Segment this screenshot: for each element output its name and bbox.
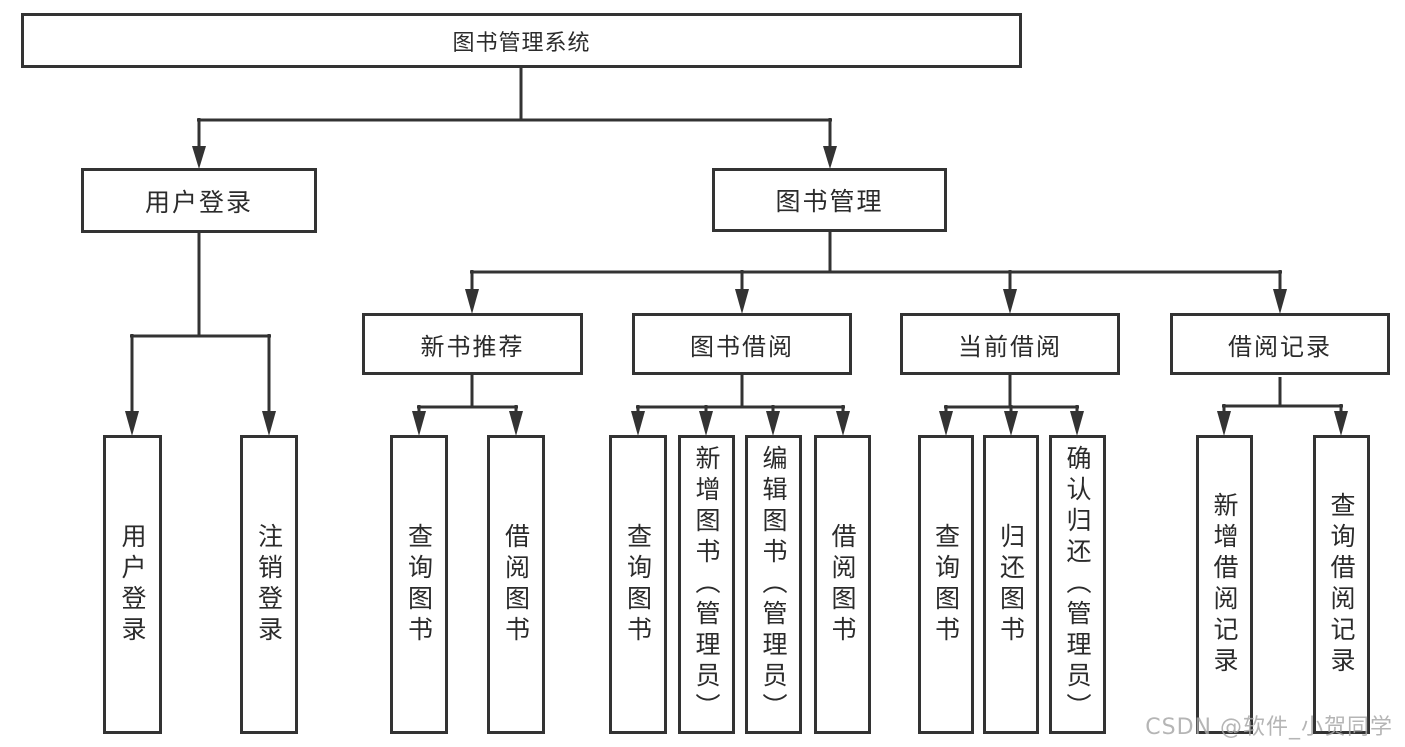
watermark-text: CSDN @软件_小贺同学 [1145,715,1393,740]
node-user-login: 用户登录 [81,168,317,233]
node-new-book-recommend: 新书推荐 [362,313,583,375]
leaf-return-book-label: 归还图书 [996,522,1026,647]
leaf-edit-book-admin-label: 编辑图书（管理员） [759,445,788,724]
node-new-book-recommend-label: 新书推荐 [420,332,525,361]
node-book-management-label: 图书管理 [775,187,884,216]
leaf-query-borrow-record-label: 查询借阅记录 [1327,491,1356,678]
leaf-logout: 注销登录 [240,435,298,734]
leaf-add-borrow-record: 新增借阅记录 [1196,435,1253,734]
leaf-borrow-books-recommend-label: 借阅图书 [501,522,531,647]
node-book-management: 图书管理 [712,168,947,232]
leaf-return-book: 归还图书 [983,435,1039,734]
leaf-add-book-admin: 新增图书（管理员） [678,435,735,734]
leaf-user-login-label: 用户登录 [118,522,147,647]
connector-new-book-recommend-children [412,375,523,436]
node-borrow-records-label: 借阅记录 [1228,332,1332,361]
leaf-borrow-books-borrow: 借阅图书 [814,435,871,734]
connector-current-borrow-children [939,375,1084,436]
leaf-query-books-recommend: 查询图书 [390,435,448,734]
node-root: 图书管理系统 [21,13,1022,68]
node-borrow-records: 借阅记录 [1170,313,1390,375]
leaf-query-borrow-record: 查询借阅记录 [1313,435,1370,734]
leaf-user-login: 用户登录 [103,435,162,734]
leaf-logout-label: 注销登录 [254,522,284,647]
connector-root-to-level2 [192,68,837,169]
node-current-borrow-label: 当前借阅 [958,332,1062,361]
leaf-confirm-return-admin: 确认归还（管理员） [1049,435,1106,734]
leaf-edit-book-admin: 编辑图书（管理员） [745,435,802,734]
node-book-borrow-label: 图书借阅 [690,332,794,361]
leaf-confirm-return-admin-label: 确认归还（管理员） [1063,445,1092,724]
leaf-query-books-current-label: 查询图书 [931,522,961,647]
leaf-add-book-admin-label: 新增图书（管理员） [692,445,721,724]
node-user-login-label: 用户登录 [144,187,253,217]
leaf-borrow-books-recommend: 借阅图书 [487,435,545,734]
leaf-query-books-borrow: 查询图书 [609,435,667,734]
connector-user-login-children [125,233,276,436]
connector-book-borrow-children [631,375,850,436]
leaf-query-books-current: 查询图书 [918,435,974,734]
node-book-borrow: 图书借阅 [632,313,852,375]
node-root-label: 图书管理系统 [452,30,591,56]
leaf-query-books-borrow-label: 查询图书 [623,522,653,647]
leaf-query-books-recommend-label: 查询图书 [404,522,434,647]
leaf-borrow-books-borrow-label: 借阅图书 [828,522,857,647]
leaf-add-borrow-record-label: 新增借阅记录 [1210,491,1239,678]
connector-borrow-records-children [1217,377,1348,436]
node-current-borrow: 当前借阅 [900,313,1120,375]
connector-book-management-children [465,232,1287,314]
